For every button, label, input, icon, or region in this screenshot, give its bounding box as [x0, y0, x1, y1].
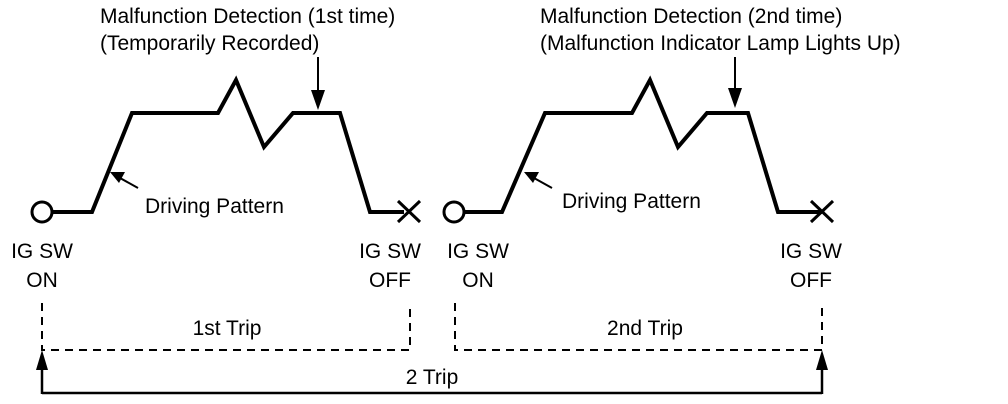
total-arrow-right-head: [816, 350, 828, 370]
ig-on-label-2-line-1: IG SW: [447, 240, 509, 263]
detection-arrow-2: [728, 57, 742, 108]
trip-2-label: 2nd Trip: [607, 317, 683, 340]
trip-1-bracket: 1st Trip: [41, 303, 411, 351]
driving-pattern-label-2: Driving Pattern: [562, 190, 701, 213]
ig-off-marker-2: [809, 199, 835, 224]
driving-pattern-line-2: [464, 75, 822, 214]
ig-off-label-2-line-1: IG SW: [780, 240, 842, 263]
pattern-pointer-arrow-1: [110, 172, 139, 189]
ig-off-marker-1: [396, 199, 422, 224]
ig-on-label-2-line-2: ON: [462, 269, 494, 292]
ig-off-label-2-line-2: OFF: [790, 269, 832, 292]
ig-on-label-1-line-1: IG SW: [11, 240, 73, 263]
total-trip-bracket: 2 Trip: [36, 350, 828, 395]
total-arrow-left-head: [36, 350, 48, 370]
ig-on-marker-1: [30, 200, 54, 224]
detection-arrow-1: [311, 57, 325, 110]
detection-2-line-1: Malfunction Detection (2nd time): [540, 5, 842, 28]
driving-pattern-label-1: Driving Pattern: [145, 195, 284, 218]
ig-off-label-1-line-1: IG SW: [359, 240, 421, 263]
ig-on-marker-2: [442, 200, 466, 224]
driving-pattern-line-1: [53, 75, 404, 214]
trip-1-label: 1st Trip: [193, 317, 262, 340]
trip-2-bracket: 2nd Trip: [454, 303, 823, 351]
detection-1-line-2: (Temporarily Recorded): [100, 32, 319, 55]
trip-1-group: Malfunction Detection (1st time) (Tempor…: [11, 5, 421, 292]
trip-2-group: Malfunction Detection (2nd time) (Malfun…: [442, 5, 901, 292]
ig-on-label-1-line-2: ON: [26, 269, 58, 292]
pattern-pointer-arrow-2: [524, 172, 553, 189]
ig-off-label-1-line-2: OFF: [369, 269, 411, 292]
detection-1-line-1: Malfunction Detection (1st time): [100, 5, 395, 28]
total-trip-label: 2 Trip: [406, 366, 459, 389]
detection-2-line-2: (Malfunction Indicator Lamp Lights Up): [540, 32, 901, 55]
